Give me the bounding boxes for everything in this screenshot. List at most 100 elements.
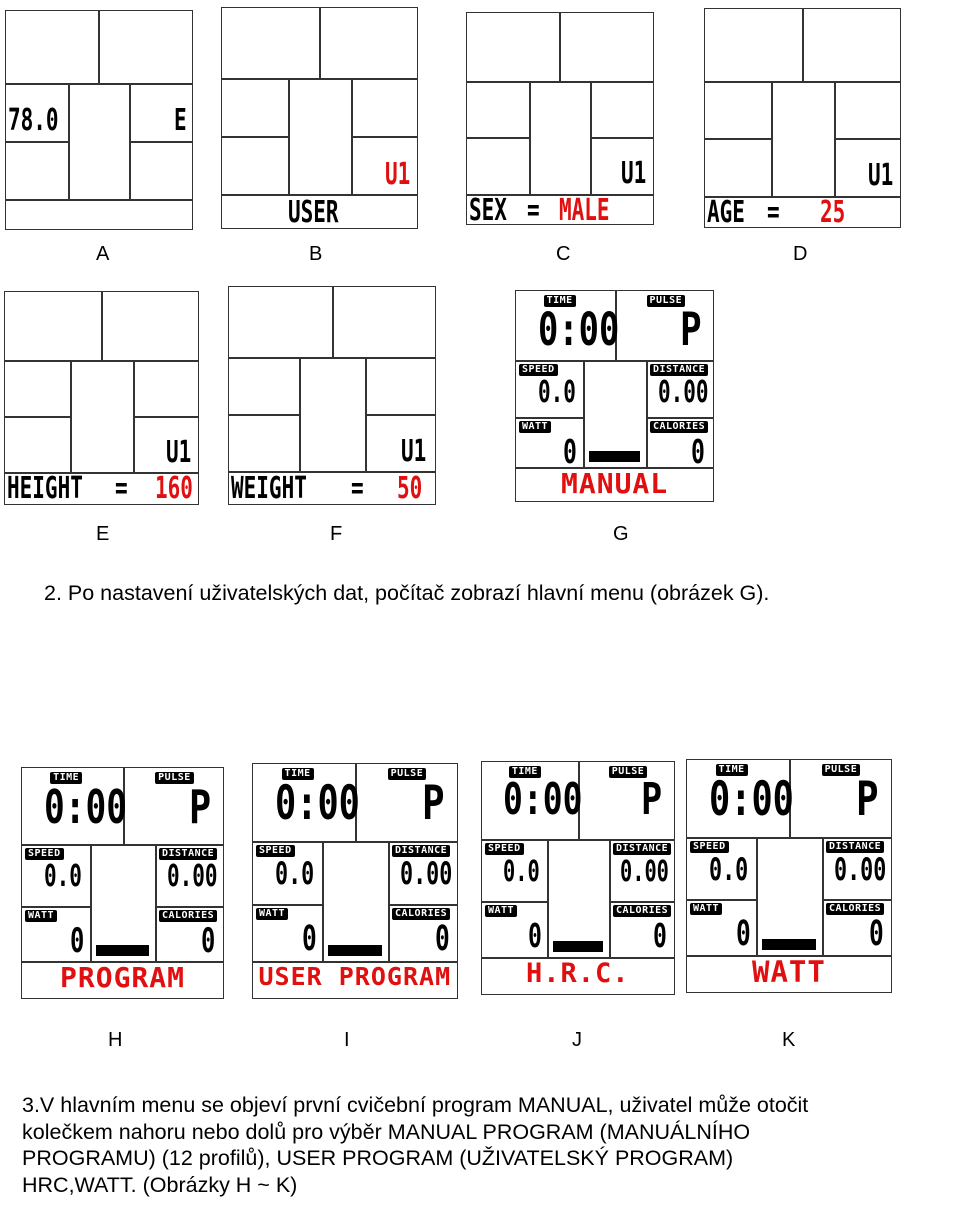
age-value: 25	[820, 195, 846, 230]
speed-label: SPEED	[519, 364, 558, 376]
distance-readout: 0.00	[620, 854, 670, 888]
calories-readout: 0	[868, 914, 884, 954]
pulse-readout: P	[679, 303, 702, 356]
instruction-step-2: 2. Po nastavení uživatelských dat, počít…	[44, 581, 770, 605]
watt-readout: 0	[735, 914, 751, 954]
program-mode-readout: MANUAL	[561, 467, 669, 500]
watt-readout: 0	[527, 916, 542, 955]
distance-label: DISTANCE	[392, 845, 451, 857]
caption-e: E	[96, 523, 110, 545]
calories-readout: 0	[200, 921, 216, 961]
caption-b: B	[309, 243, 323, 265]
time-label: TIME	[281, 768, 314, 780]
calories-readout: 0	[652, 916, 667, 955]
pulse-label: PULSE	[821, 764, 861, 776]
equals-sign: =	[351, 471, 364, 506]
watt-readout: 0	[69, 921, 85, 961]
equals-sign: =	[767, 195, 780, 230]
step-3-line-4: HRC,WATT. (Obrázky H ~ K)	[22, 1172, 298, 1197]
pulse-label: PULSE	[387, 768, 427, 780]
lcd-panel-b: U1 USER	[221, 7, 418, 229]
watt-label: WATT	[485, 905, 518, 917]
user-id-readout: U1	[868, 158, 894, 193]
weight-value: 50	[397, 471, 423, 506]
calories-label: CALORIES	[650, 421, 709, 433]
distance-readout: 0.00	[166, 859, 218, 894]
time-readout: 0:00	[275, 776, 361, 831]
lcd-panel-a: 78.0 E	[5, 10, 193, 230]
instruction-step-3: 3.V hlavním menu se objeví první cvičebn…	[22, 1092, 957, 1199]
pulse-readout: P	[422, 776, 445, 831]
profile-bar	[328, 945, 382, 956]
pulse-readout: P	[188, 780, 211, 834]
pulse-label: PULSE	[155, 772, 194, 784]
watt-label: WATT	[690, 903, 723, 915]
speed-label: SPEED	[25, 848, 64, 860]
sex-label: SEX	[469, 193, 507, 228]
speed-readout: 0.0	[275, 856, 315, 892]
watt-readout: 0	[563, 432, 578, 471]
distance-readout: 0.00	[657, 375, 709, 410]
time-readout: 0:00	[709, 772, 795, 827]
user-id-readout: U1	[621, 156, 647, 191]
height-value: 160	[155, 471, 193, 506]
caption-i: I	[344, 1029, 350, 1051]
profile-bar	[553, 941, 603, 952]
speed-readout: 0.0	[709, 852, 749, 888]
calories-label: CALORIES	[159, 910, 218, 922]
unit-readout: E	[174, 103, 187, 138]
time-readout: 0:00	[44, 780, 128, 834]
age-label: AGE	[707, 195, 745, 230]
caption-d: D	[793, 243, 808, 265]
program-mode-readout: WATT	[752, 955, 826, 989]
time-readout: 0:00	[537, 303, 619, 356]
caption-c: C	[556, 243, 571, 265]
sex-value: MALE	[559, 193, 610, 228]
speed-label: SPEED	[485, 843, 524, 855]
height-label: HEIGHT	[7, 471, 83, 506]
time-label: TIME	[543, 295, 576, 307]
caption-g: G	[613, 523, 629, 545]
speed-label: SPEED	[256, 845, 295, 857]
profile-bar	[762, 939, 816, 950]
weight-label: WEIGHT	[231, 471, 307, 506]
pulse-readout: P	[856, 772, 879, 827]
caption-k: K	[782, 1029, 796, 1051]
calories-label: CALORIES	[392, 908, 451, 920]
step-3-line-3: PROGRAMU) (12 profilů), USER PROGRAM (UŽ…	[22, 1146, 734, 1171]
calories-readout: 0	[691, 432, 706, 471]
equals-sign: =	[115, 471, 128, 506]
distance-readout: 0.00	[833, 852, 887, 888]
program-mode-readout: PROGRAM	[60, 961, 186, 994]
equals-sign: =	[527, 193, 540, 228]
calories-label: CALORIES	[613, 905, 672, 917]
speed-readout: 0.0	[43, 859, 82, 894]
lcd-panel-c: U1 SEX = MALE	[466, 12, 654, 228]
profile-bar	[96, 945, 149, 956]
caption-a: A	[96, 243, 110, 265]
user-id-readout: U1	[385, 157, 411, 192]
step-3-line-1: 3.V hlavním menu se objeví první cvičebn…	[22, 1093, 809, 1117]
time-label: TIME	[50, 772, 83, 784]
distance-label: DISTANCE	[650, 364, 709, 376]
lcd-panel-d: U1 AGE = 25	[704, 8, 901, 228]
caption-f: F	[330, 523, 343, 545]
watt-label: WATT	[256, 908, 289, 920]
speed-readout: 0.0	[537, 375, 576, 410]
time-label: TIME	[715, 764, 748, 776]
distance-readout: 0.00	[399, 856, 453, 892]
lcd-panel-e: U1 HEIGHT = 160	[4, 291, 199, 505]
pulse-label: PULSE	[646, 295, 686, 307]
caption-j: J	[572, 1029, 582, 1051]
watt-label: WATT	[519, 421, 552, 433]
time-readout: 0:00	[503, 774, 583, 825]
user-id-readout: U1	[166, 435, 192, 470]
step-3-line-2: kolečkem nahoru nebo dolů pro výběr MANU…	[22, 1119, 751, 1144]
speed-readout: 0.0	[502, 854, 540, 888]
lcd-panel-f: U1 WEIGHT = 50	[228, 286, 436, 505]
calories-readout: 0	[434, 919, 450, 959]
weight-readout: 78.0	[8, 103, 59, 138]
